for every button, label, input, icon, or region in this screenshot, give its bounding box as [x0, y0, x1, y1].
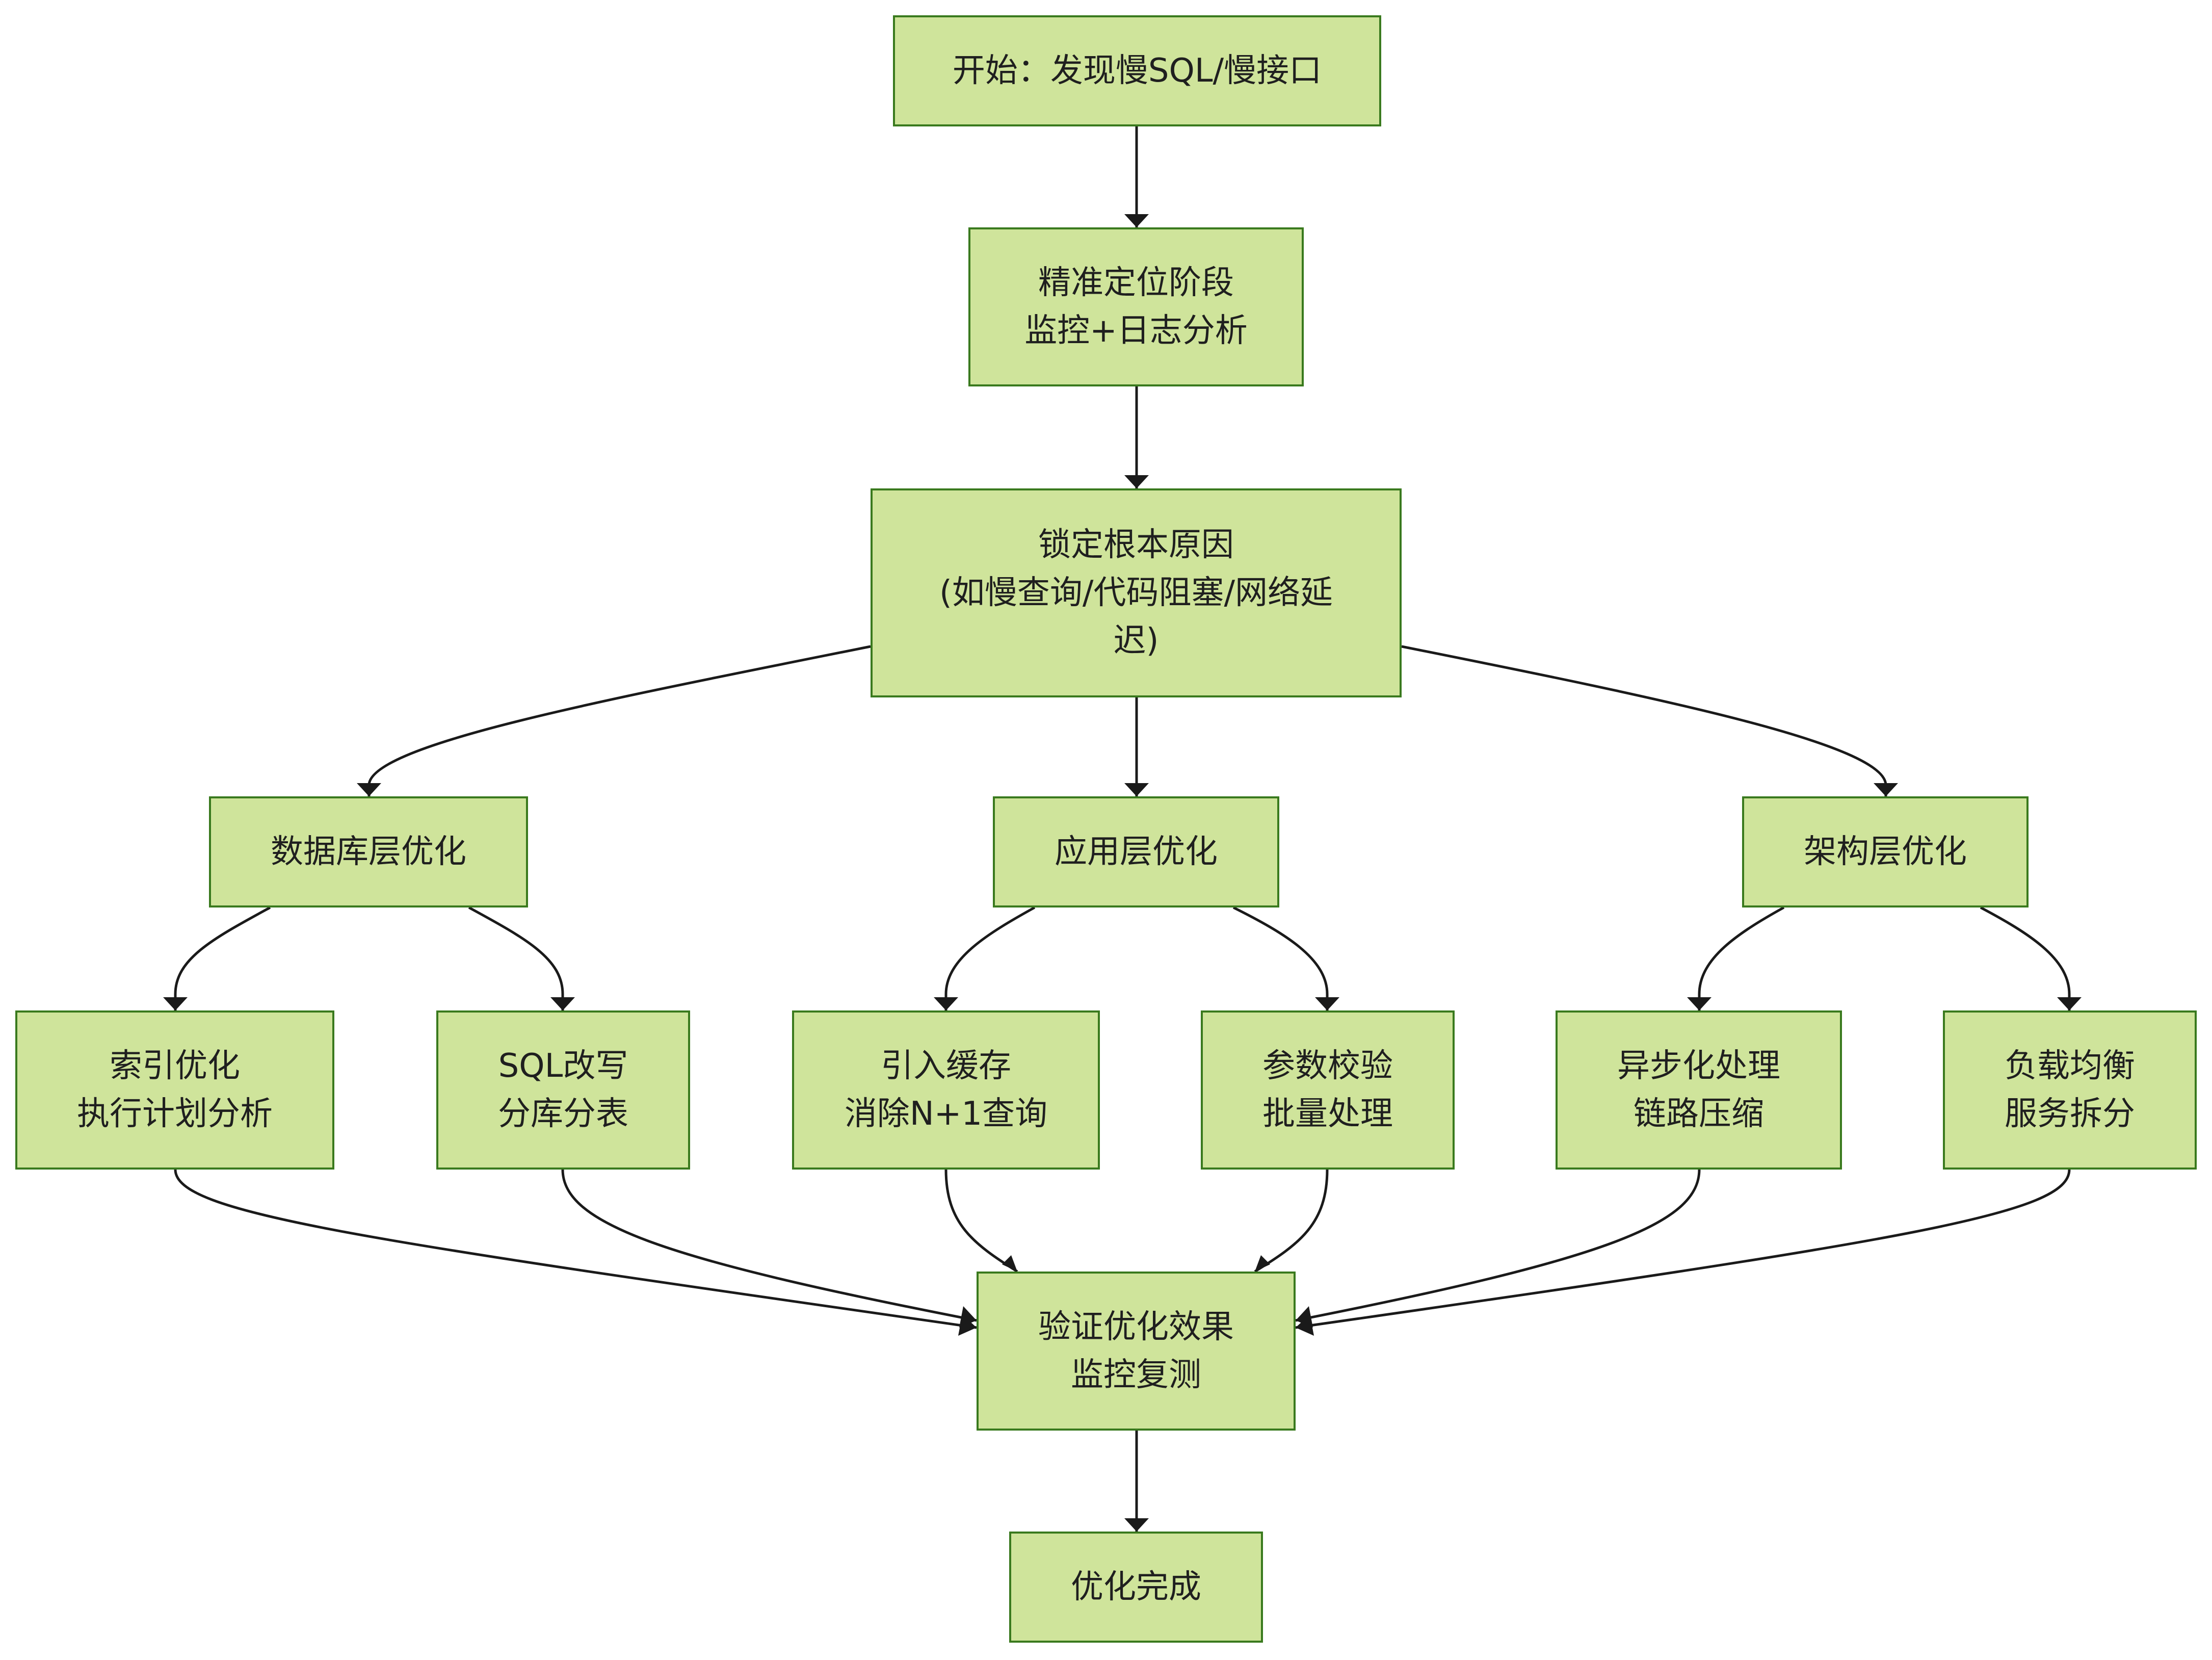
arrowhead: [357, 783, 381, 796]
node-index-opt: 索引优化 执行计划分析: [15, 1010, 334, 1170]
arrowhead: [1124, 214, 1149, 227]
edge-app-layer-to-param-check: [1232, 906, 1329, 1010]
node-label-line: 参数校验: [1262, 1047, 1393, 1085]
node-cache: 引入缓存 消除N+1查询: [792, 1010, 1100, 1170]
node-label-line: 分库分表: [498, 1095, 628, 1133]
node-label-line: 锁定根本原因: [1038, 526, 1234, 564]
node-param-check: 参数校验 批量处理: [1201, 1010, 1455, 1170]
arrowhead: [1687, 997, 1711, 1010]
node-label-line: SQL改写: [498, 1047, 628, 1085]
arrowhead: [163, 997, 188, 1010]
edge-load-balance-to-verify: [1295, 1169, 2071, 1329]
edge-arch-layer-to-load-balance: [1980, 906, 2071, 1010]
arrowhead: [2057, 997, 2082, 1010]
node-label-line: 验证优化效果: [1038, 1308, 1234, 1346]
arrowhead: [959, 1306, 977, 1328]
edge-cache-to-verify: [944, 1169, 1018, 1273]
node-verify: 验证优化效果 监控复测: [977, 1272, 1296, 1431]
arrowhead: [934, 997, 958, 1010]
arrowhead: [1255, 1255, 1270, 1272]
arrowhead: [1874, 783, 1898, 796]
node-label-line: 开始：发现慢SQL/慢接口: [952, 52, 1322, 90]
node-label-line: 负载均衡: [2005, 1047, 2135, 1085]
node-label-line: 数据库层优化: [271, 833, 466, 871]
arrowhead: [1124, 1518, 1149, 1532]
node-label-line: 批量处理: [1262, 1095, 1393, 1133]
node-arch-layer: 架构层优化: [1742, 796, 2029, 907]
node-label-line: 链路压缩: [1634, 1095, 1764, 1133]
node-label-line: 精准定位阶段: [1038, 264, 1234, 302]
node-app-layer: 应用层优化: [993, 796, 1279, 907]
node-label-line: 引入缓存: [881, 1047, 1011, 1085]
arrowhead: [1296, 1314, 1314, 1336]
edge-root-cause-to-arch-layer: [1401, 645, 1887, 796]
node-load-balance: 负载均衡 服务拆分: [1943, 1010, 2197, 1170]
node-label-line: 服务拆分: [2005, 1095, 2135, 1133]
node-start: 开始：发现慢SQL/慢接口: [893, 15, 1381, 126]
node-label-line: 架构层优化: [1804, 833, 1967, 871]
node-label-line: 监控复测: [1071, 1356, 1201, 1394]
node-sql-rewrite: SQL改写 分库分表: [436, 1010, 690, 1170]
node-label-line: 监控+日志分析: [1024, 312, 1248, 350]
node-locate: 精准定位阶段 监控+日志分析: [968, 227, 1304, 386]
edge-param-check-to-verify: [1254, 1169, 1329, 1273]
edge-db-layer-to-sql-rewrite: [468, 906, 564, 1010]
edge-sql-rewrite-to-verify: [561, 1169, 977, 1322]
node-label-line: 索引优化: [110, 1047, 240, 1085]
arrowhead: [550, 997, 575, 1010]
arrowhead: [1124, 475, 1149, 488]
edge-db-layer-to-index-opt: [174, 906, 271, 1010]
node-label-line: 迟): [1113, 622, 1159, 660]
edge-arch-layer-to-async: [1698, 906, 1785, 1010]
node-db-layer: 数据库层优化: [209, 796, 528, 907]
arrowhead: [1315, 997, 1339, 1010]
node-label-line: 优化完成: [1071, 1568, 1201, 1606]
node-async: 异步化处理 链路压缩: [1556, 1010, 1842, 1170]
node-label-line: 消除N+1查询: [844, 1095, 1048, 1133]
edge-async-to-verify: [1295, 1169, 1701, 1322]
arrowhead: [1124, 783, 1149, 796]
node-label-line: 异步化处理: [1617, 1047, 1780, 1085]
node-label-line: 应用层优化: [1055, 833, 1218, 871]
edge-index-opt-to-verify: [174, 1169, 977, 1329]
edge-app-layer-to-cache: [944, 906, 1036, 1010]
node-root-cause: 锁定根本原因 (如慢查询/代码阻塞/网络延 迟): [871, 488, 1402, 697]
arrowhead: [1002, 1255, 1017, 1272]
edge-root-cause-to-db-layer: [367, 645, 871, 796]
node-label-line: (如慢查询/代码阻塞/网络延: [939, 574, 1333, 612]
node-done: 优化完成: [1009, 1532, 1263, 1643]
node-label-line: 执行计划分析: [77, 1095, 273, 1133]
